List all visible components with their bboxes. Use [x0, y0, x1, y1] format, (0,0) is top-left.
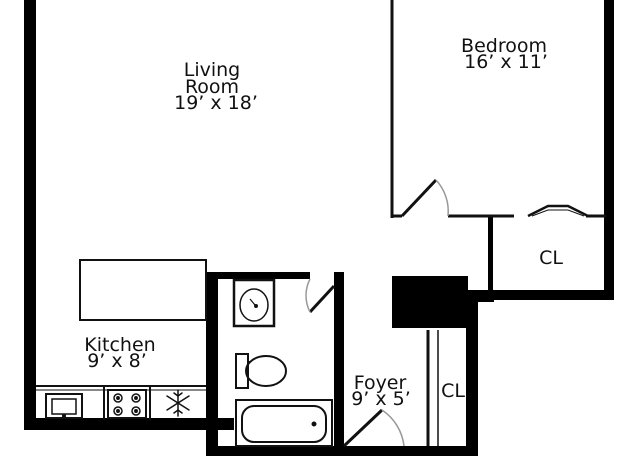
partitions	[390, 0, 606, 446]
kitchen-island	[79, 259, 207, 321]
room-labels: Living Room 19’ x 18’ Bedroom 16’ x 11’ …	[84, 35, 563, 410]
doors	[305, 178, 589, 448]
bedroom-door	[400, 178, 438, 218]
bathroom-door-arc	[305, 278, 311, 313]
bedroom-door-arc	[435, 179, 449, 217]
bottom-wall	[206, 446, 478, 456]
sink-icon	[45, 393, 83, 419]
bedroom-closet-bifold-door	[527, 204, 589, 218]
snowflake-icon	[166, 389, 190, 417]
bathroom-right-wall	[334, 272, 344, 456]
bottom-left-wall	[24, 418, 234, 430]
right-outer-wall	[604, 0, 614, 300]
bath-sink-icon	[232, 278, 276, 328]
left-outer-wall	[24, 0, 36, 430]
living-room-label: Living	[184, 59, 241, 81]
foyer-label: Foyer	[354, 372, 407, 394]
bedroom-dimensions: 16’ x 11’	[464, 51, 548, 73]
bedroom-bottom-wall	[488, 290, 614, 300]
bathroom-fixtures	[232, 278, 333, 447]
bathroom-top-wall	[206, 272, 310, 279]
foyer-closet-label: CL	[441, 380, 465, 402]
living-room-dimensions: 19’ x 18’	[174, 92, 258, 114]
closet-left-wall	[488, 216, 493, 298]
structural-column	[392, 276, 468, 328]
bedroom-label: Bedroom	[461, 35, 547, 57]
bedroom-closet-label: CL	[539, 247, 563, 269]
walls	[24, 0, 614, 456]
hall-right-wall	[466, 290, 478, 456]
entry-door	[342, 408, 384, 448]
kitchen-fixtures	[36, 259, 207, 420]
entry-door-arc	[381, 409, 405, 447]
foyer-dimensions: 9’ x 5’	[351, 388, 411, 410]
kitchen-dimensions: 9’ x 8’	[87, 350, 147, 372]
bathroom-left-wall	[206, 272, 218, 456]
bathroom-door	[308, 284, 336, 314]
kitchen-label: Kitchen	[84, 334, 155, 356]
living-room-label-line2: Room	[185, 76, 239, 98]
stove-burners-icon	[107, 389, 147, 419]
bathtub-icon	[235, 399, 333, 447]
toilet-icon	[235, 353, 287, 389]
